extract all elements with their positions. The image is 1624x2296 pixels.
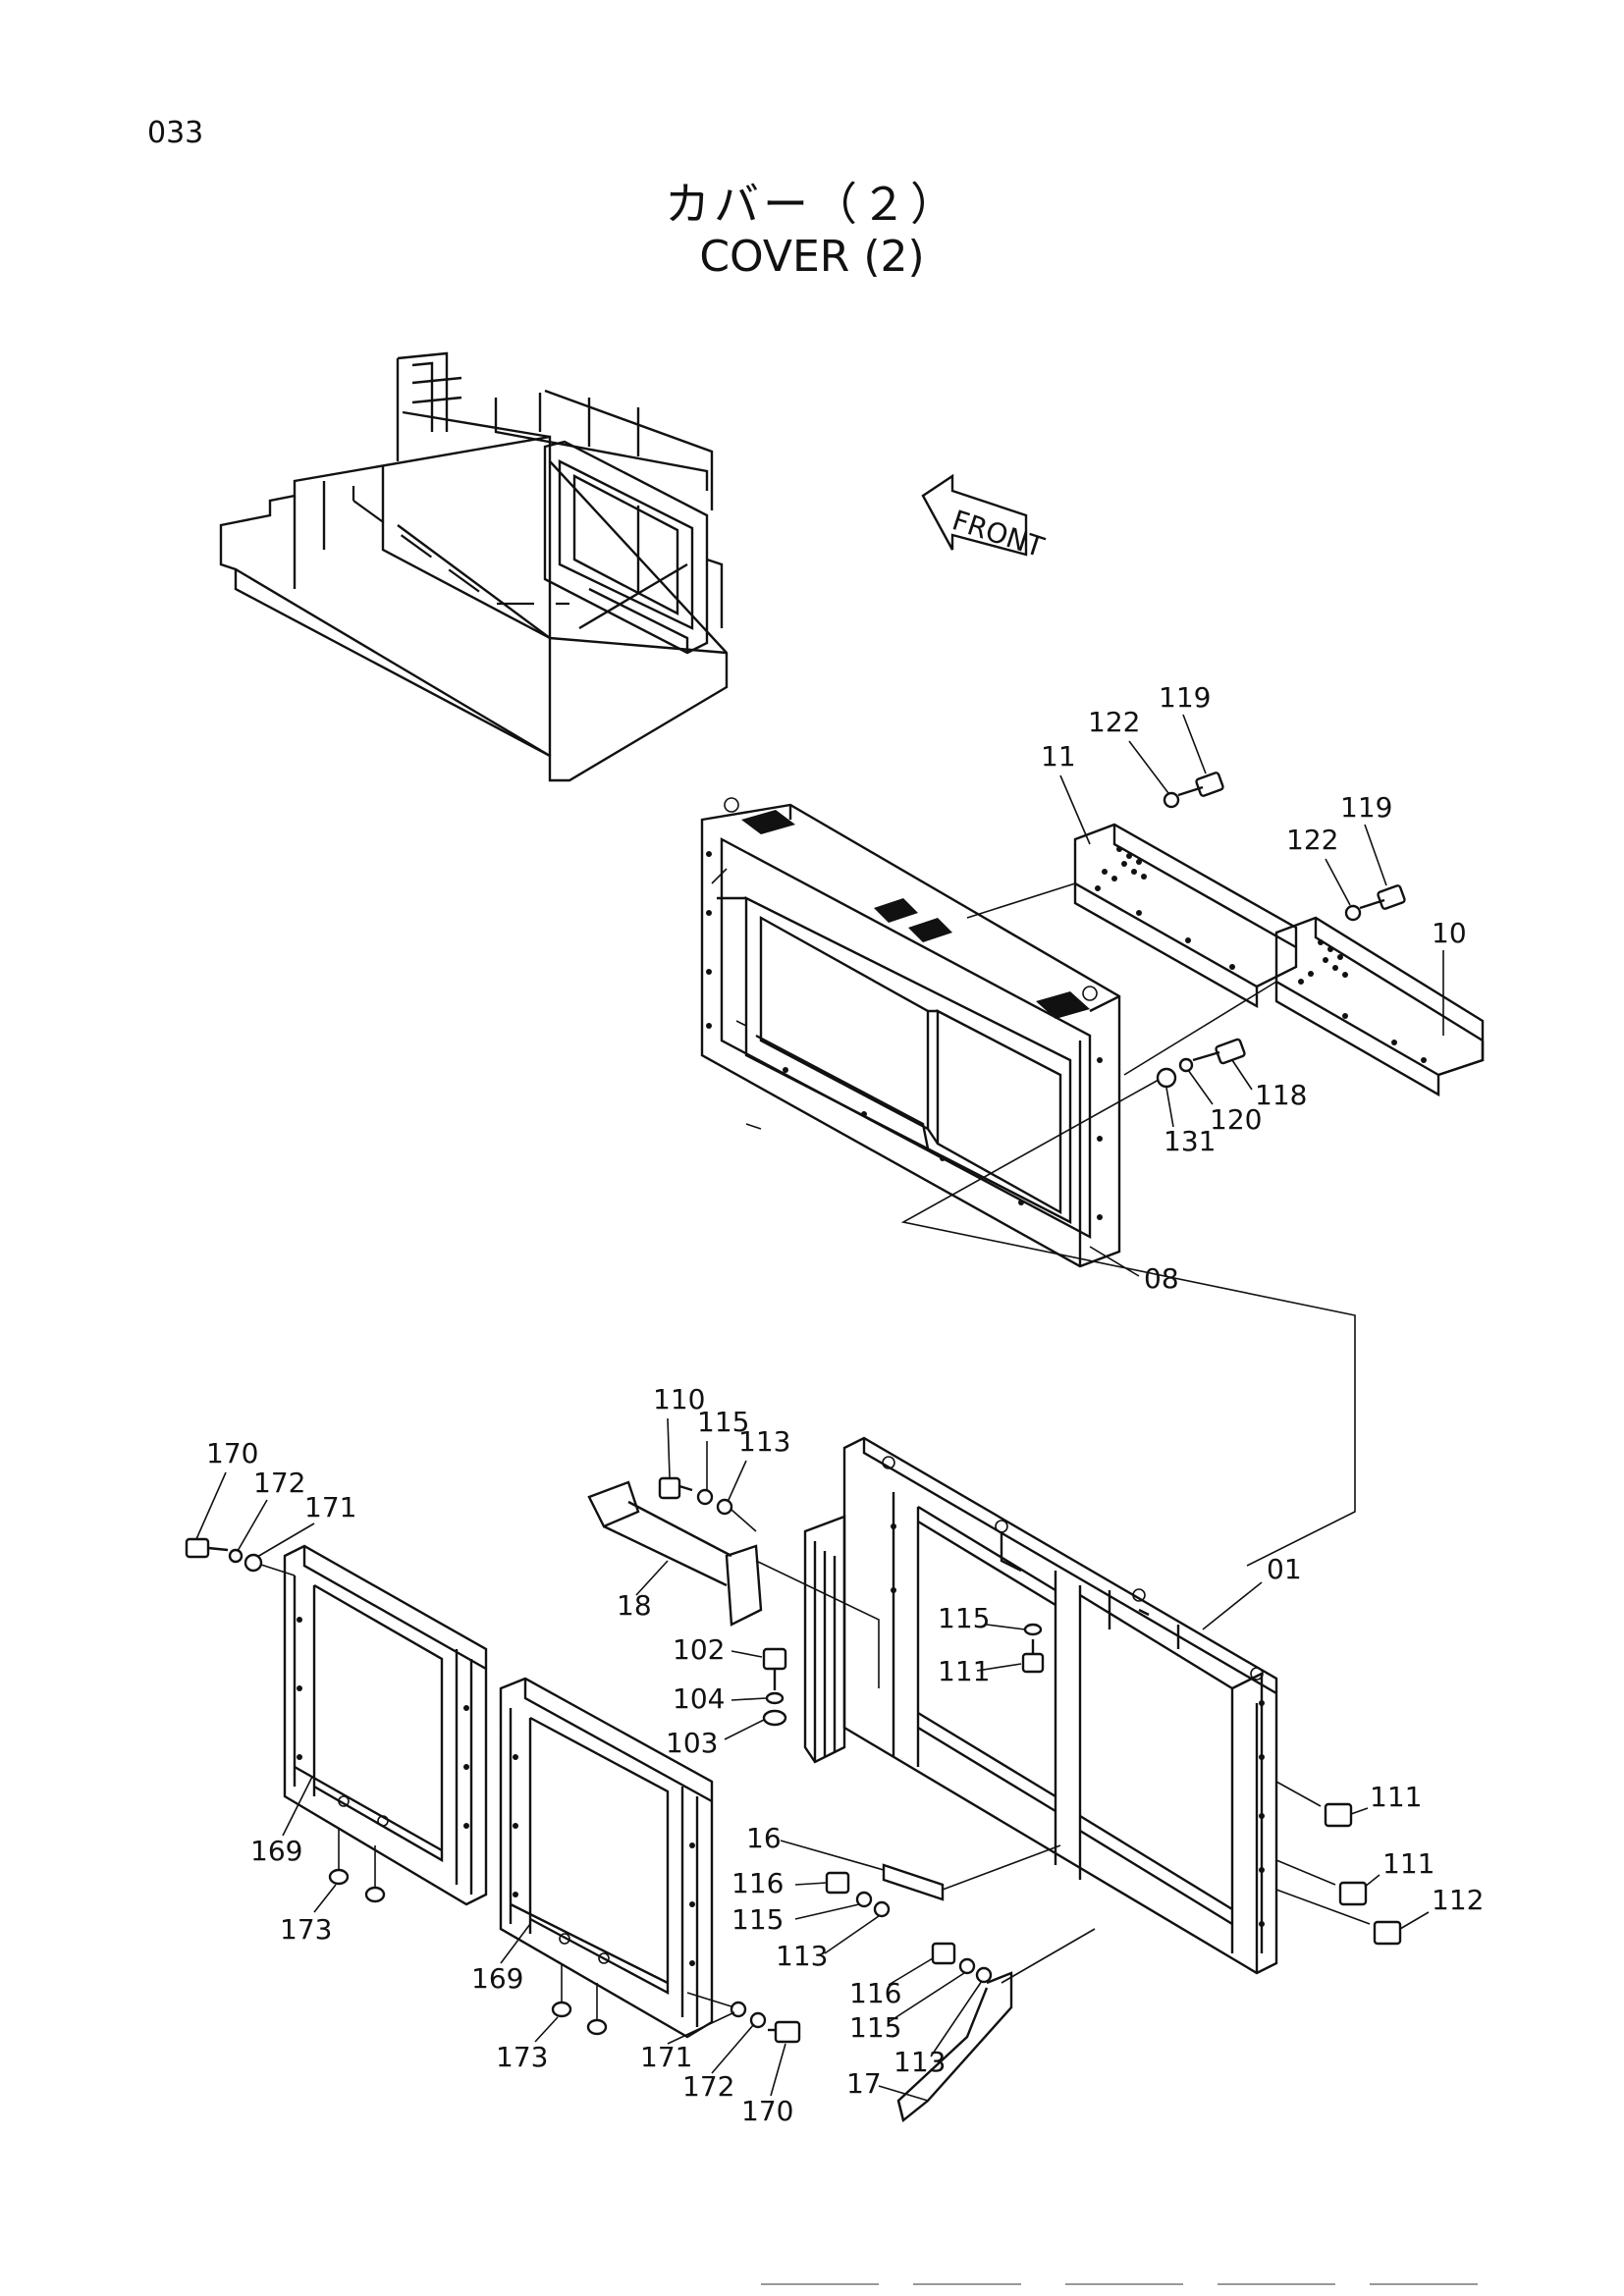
callout-111: 111 [1382,1847,1435,1880]
footer-rule [1065,2283,1183,2285]
callout-122: 122 [1286,824,1338,856]
radiator-panel-left-169 [283,1544,488,1906]
callout-173: 173 [496,2041,548,2073]
footer-rule [913,2283,1021,2285]
callout-111: 111 [938,1655,990,1687]
callout-116: 116 [731,1867,784,1899]
callout-112: 112 [1432,1884,1484,1916]
callout-172: 172 [682,2070,734,2103]
callout-119: 119 [1340,791,1392,824]
cover-part-11 [1073,823,1298,1009]
part-callouts: 119 122 11 119 122 10 118 120 131 08 110… [195,681,1484,2127]
callout-120: 120 [1210,1103,1262,1136]
front-direction-arrow: FRONT [921,473,1049,563]
bolts-washers-upper [1156,772,1406,1089]
shroud-part-08 [700,797,1121,1268]
front-arrow-label: FRONT [948,504,1049,563]
callout-173: 173 [280,1913,332,1946]
callout-113: 113 [776,1940,828,1972]
page-title-japanese: カバー（２） [665,178,959,231]
fasteners-lower [185,1476,1402,2044]
callout-18: 18 [617,1589,652,1622]
callout-170: 170 [741,2095,793,2127]
radiator-panel-right-169 [499,1677,714,2039]
callout-113: 113 [893,2046,946,2078]
frame-part-01 [803,1436,1278,1975]
assembly-guide-line [966,882,1076,919]
callout-110: 110 [653,1383,705,1415]
callout-115: 115 [731,1903,784,1936]
callout-131: 131 [1164,1125,1216,1157]
callout-11: 11 [1041,740,1076,773]
footer-rule [1218,2283,1335,2285]
callout-104: 104 [673,1682,725,1715]
callout-169: 169 [471,1962,523,1995]
page-number: 033 [147,116,204,150]
callout-172: 172 [253,1467,305,1499]
bracket-part-16 [882,1844,1061,1901]
callout-16: 16 [746,1822,782,1854]
assembly-guide-line [1123,981,1277,1076]
callout-119: 119 [1159,681,1211,714]
callout-113: 113 [738,1425,790,1458]
callout-171: 171 [304,1491,356,1523]
callout-08: 08 [1144,1262,1179,1295]
page-title-english: COVER (2) [699,232,925,282]
footer-rule [1370,2283,1478,2285]
callout-122: 122 [1088,706,1140,738]
callout-170: 170 [206,1437,258,1469]
callout-10: 10 [1432,917,1467,949]
callout-115: 115 [697,1406,749,1438]
machine-overview-illustration [219,351,729,782]
callout-17: 17 [846,2067,882,2100]
footer-rule [761,2283,879,2285]
callout-118: 118 [1255,1079,1307,1111]
callout-171: 171 [640,2041,692,2073]
callout-102: 102 [673,1633,725,1666]
callout-103: 103 [666,1727,718,1759]
callout-115: 115 [938,1602,990,1634]
bracket-part-17 [896,1971,1013,2123]
callout-111: 111 [1370,1781,1422,1813]
callout-169: 169 [250,1835,302,1867]
assembly-guide-line [900,1079,1356,1567]
bracket-part-18 [587,1480,880,1688]
callout-115: 115 [849,2011,901,2044]
callout-01: 01 [1267,1553,1302,1585]
